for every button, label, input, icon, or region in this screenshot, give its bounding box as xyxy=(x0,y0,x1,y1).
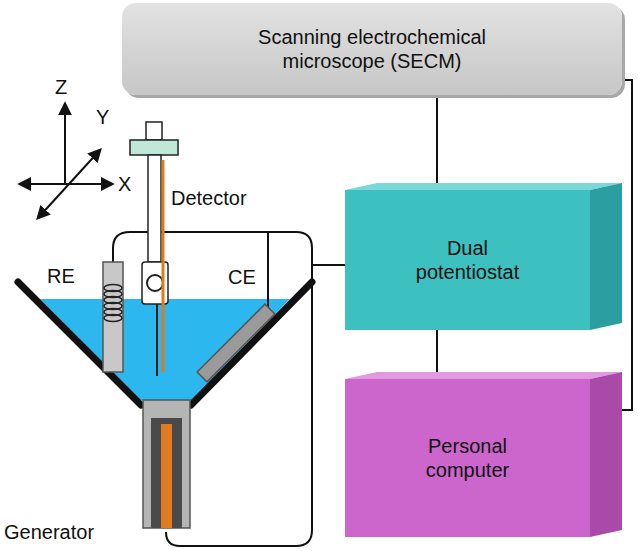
axis-label: Y xyxy=(96,106,109,129)
text-area: Personal computer xyxy=(345,379,590,537)
connector-line xyxy=(436,95,438,183)
axis-arrows xyxy=(20,104,112,218)
cell-wiring xyxy=(113,232,345,546)
x-axis xyxy=(20,183,112,185)
box-top-face xyxy=(345,372,622,379)
box-label: Scanning electrochemical microscope (SEC… xyxy=(247,25,497,73)
part-label: RE xyxy=(47,265,75,288)
part-label: CE xyxy=(228,266,256,289)
secm-box: Scanning electrochemical microscope (SEC… xyxy=(122,3,622,95)
box-front-face xyxy=(345,379,590,537)
generator-electrode xyxy=(143,400,190,528)
computer-box: Personal computer xyxy=(345,372,622,537)
text-wrap: Personal computer xyxy=(403,434,533,482)
y-axis xyxy=(38,150,100,218)
axis-label: Z xyxy=(55,76,67,99)
box-front-face xyxy=(345,190,590,330)
box-label: Personal computer xyxy=(403,434,533,482)
text-area: Scanning electrochemical microscope (SEC… xyxy=(247,25,497,73)
counter-electrode xyxy=(197,304,275,382)
detector-probe xyxy=(130,122,178,376)
box-label: Dual potentiostat xyxy=(393,236,543,284)
text-area: Dual potentiostat xyxy=(345,190,590,330)
box-side-face xyxy=(590,372,622,537)
coil-winding xyxy=(104,315,122,322)
potentiostat-box: Dual potentiostat xyxy=(345,183,622,330)
connector-line xyxy=(622,80,632,410)
part-label: Detector xyxy=(171,187,247,210)
text-wrap: Dual potentiostat xyxy=(393,236,543,284)
part-label: Generator xyxy=(4,521,94,544)
z-axis xyxy=(64,104,66,183)
box-side-face xyxy=(590,183,622,330)
axis-label: X xyxy=(118,173,131,196)
box-top-face xyxy=(345,183,622,190)
electrolyte xyxy=(40,299,290,400)
reference-electrode xyxy=(103,262,123,372)
connector-line xyxy=(436,330,438,372)
